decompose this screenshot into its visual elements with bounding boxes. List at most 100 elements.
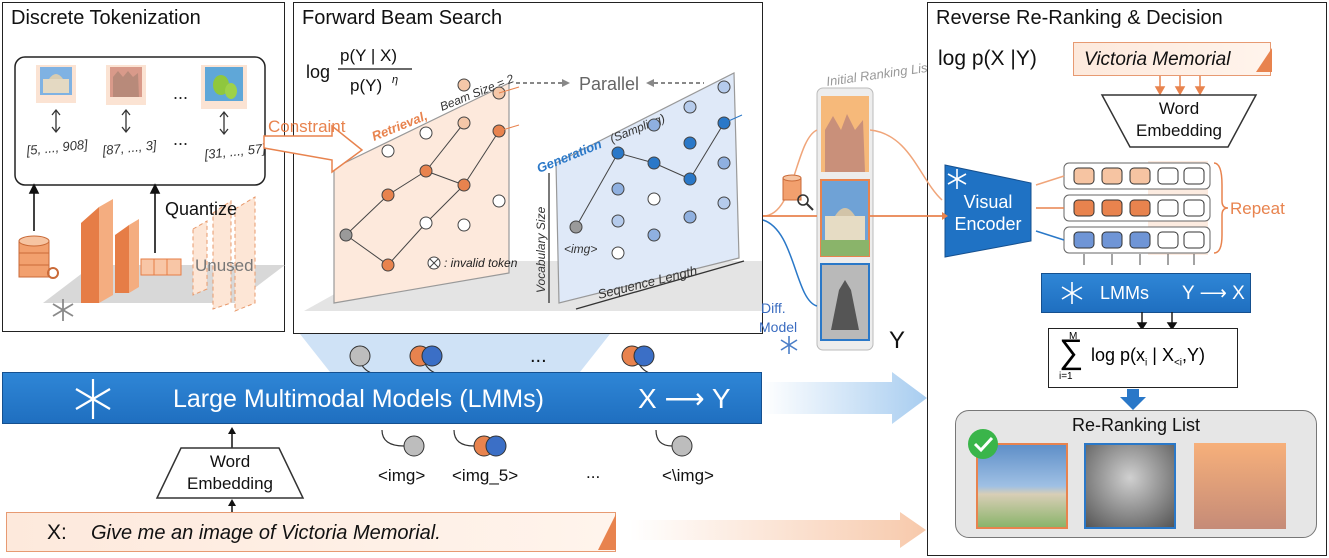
token-code-2: [87, ..., 3] (101, 137, 158, 158)
token-image-2 (106, 65, 146, 105)
token-img: <img> (378, 466, 426, 485)
rerank-image-3 (1194, 443, 1286, 529)
sum-formula-box: M ∑ i=1 log p(xi | X<i,Y) (1048, 328, 1238, 388)
rerank-lmm-direction: Y ⟶ X (1182, 283, 1245, 304)
ranking-image-2 (820, 179, 870, 257)
tokenization-panel: Discrete Tokenization ... ... (2, 2, 285, 332)
beam-formula-log: log (306, 62, 330, 82)
word-embedding-line1: Word (209, 452, 251, 471)
sum-expression: log p(xi | X<i,Y) (1091, 345, 1205, 369)
lmm-bar-glow (300, 334, 610, 372)
database-search-icon (782, 174, 814, 211)
rerank-formula: log p(X |Y) (938, 47, 1037, 70)
constraint-arrow: Constraint (263, 117, 364, 174)
token-image-1 (36, 65, 76, 103)
query-arrows (1154, 76, 1206, 96)
beam-search-panel: Forward Beam Search log p(Y | X) p(Y) η … (293, 2, 763, 334)
token-ellipsis: ... (586, 463, 601, 482)
prompt-text: Give me an image of Victoria Memorial. (91, 522, 441, 544)
beam-formula-exponent: η (392, 74, 398, 86)
reranking-list-title: Re-Ranking List (1071, 415, 1201, 435)
tokenization-diagram: ... ... [5, ..., 908] [87, ..., 3] [31, … (14, 56, 285, 321)
beam-search-title: Forward Beam Search (302, 7, 503, 29)
checkmark-icon (968, 429, 998, 459)
tokenization-title: Discrete Tokenization (11, 7, 201, 29)
unused-label: Unused (195, 256, 254, 275)
snowflake-icon (75, 379, 111, 419)
sum-expr-mid: | X (1147, 345, 1174, 365)
pencil-icon (1256, 48, 1272, 72)
constraint-label: Constraint (268, 117, 346, 136)
rerank-word-embedding: Word Embedding (1100, 93, 1258, 149)
image-to-encoder-arrows (870, 129, 948, 220)
sum-expr-main: log p(x (1091, 345, 1146, 365)
lmm-ellipsis: ... (530, 345, 547, 367)
lmm-to-sum-arrows (1136, 312, 1178, 330)
rerank-word-embedding-line1: Word (1158, 99, 1200, 118)
token-ellipsis: ... (173, 83, 188, 103)
visual-encoder-line1: Visual (963, 192, 1013, 212)
embed-to-lmm-arrow (228, 427, 236, 448)
vocab-size-label: Vocabulary Size (534, 206, 548, 293)
pencil-icon (598, 514, 616, 550)
visual-encoder-line2: Encoder (954, 214, 1022, 234)
snowflake-icon (780, 336, 798, 354)
token-image-3 (201, 65, 247, 109)
invalid-token-label: : invalid token (444, 256, 518, 270)
database-icon (18, 235, 59, 279)
word-embedding-line2: Embedding (186, 474, 273, 493)
diff-model-label-1: Diff. (761, 300, 786, 316)
quantize-label: Quantize (165, 199, 237, 219)
token-img5: <img_5> (452, 466, 519, 485)
img-token-label: <img> (564, 242, 597, 256)
lmm-bar: Large Multimodal Models (LMMs) X ⟶ Y (2, 372, 762, 424)
beam-search-diagram: log p(Y | X) p(Y) η Parallel Retrieval, … (304, 46, 762, 311)
token-img-close: <\img> (662, 466, 714, 485)
y-label: Y (889, 327, 905, 354)
sum-sub-i: i (1145, 357, 1148, 369)
sum-lower: i=1 (1059, 371, 1073, 382)
unused-decoder-icon (192, 196, 256, 312)
ranking-image-1 (821, 96, 869, 172)
beam-formula-denominator: p(Y) (350, 76, 382, 95)
prompt-to-rerank-arrow (630, 512, 926, 548)
reranking-list: Re-Ranking List (955, 410, 1317, 538)
sum-sign: ∑ (1059, 333, 1084, 371)
initial-ranking-column: Initial Ranking List Diff. Model Y (759, 59, 933, 354)
word-embedding: Word Embedding (155, 446, 305, 500)
token-code-3: [31, ..., 57] (203, 141, 267, 162)
lmm-direction: X ⟶ Y (638, 383, 731, 414)
down-arrow-icon (1120, 389, 1146, 410)
rerank-lmm-label: LMMs (1100, 283, 1149, 303)
snowflake-icon (947, 169, 967, 189)
token-ellipsis-2: ... (173, 129, 188, 149)
vq-encoder-icon (81, 199, 182, 303)
rerank-image-1 (976, 443, 1068, 529)
rerank-word-embedding-line2: Embedding (1135, 121, 1222, 140)
token-bubbles-bottom (381, 429, 693, 457)
visual-encoder: Visual Encoder (943, 163, 1033, 258)
lmm-label: Large Multimodal Models (LMMs) (173, 385, 544, 413)
snowflake-icon (52, 299, 74, 321)
prompt-box: X: Give me an image of Victoria Memorial… (6, 512, 616, 552)
lmm-to-rerank-arrow (762, 372, 927, 424)
repeat-label: Repeat (1230, 199, 1285, 218)
beam-formula-numerator: p(Y | X) (340, 46, 397, 65)
parallel-label: Parallel (579, 74, 639, 94)
retrieval-graph (339, 78, 520, 272)
prompt-x-label: X: (47, 521, 67, 544)
rerank-lmm: LMMs Y ⟶ X (1041, 273, 1251, 313)
sum-expr-end: ,Y) (1182, 345, 1206, 365)
rerank-title: Reverse Re-Ranking & Decision (936, 7, 1223, 29)
query-box: Victoria Memorial (1073, 42, 1271, 76)
double-arrow-icon (51, 108, 229, 136)
generation-graph (569, 80, 743, 260)
token-code-1: [5, ..., 908] (25, 137, 89, 158)
initial-ranking-label: Initial Ranking List (825, 59, 933, 89)
rerank-image-2 (1084, 443, 1176, 529)
diff-model-label-2: Model (759, 319, 797, 335)
sum-sub-lt: <i (1173, 357, 1183, 369)
token-rows: Repeat (1035, 161, 1285, 265)
snowflake-icon (1061, 282, 1083, 304)
sum-upper: M (1069, 331, 1078, 342)
